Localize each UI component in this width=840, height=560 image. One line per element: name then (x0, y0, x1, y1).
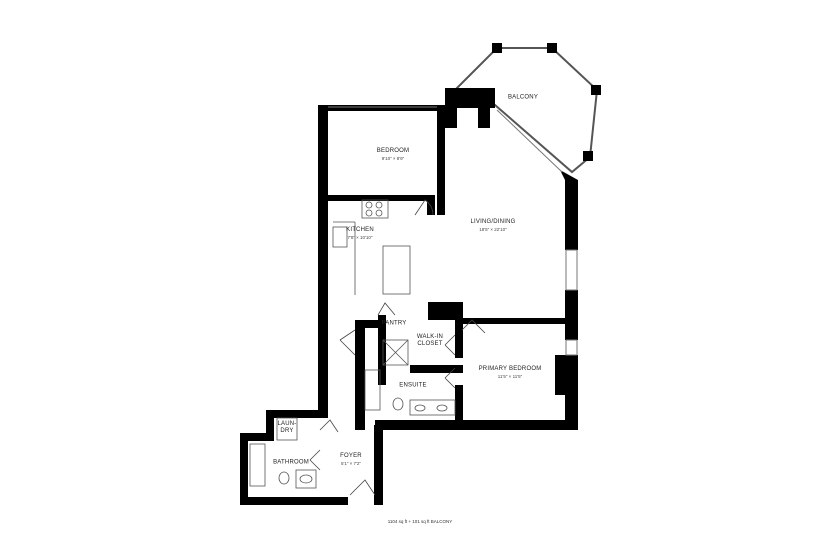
fixtures (249, 199, 456, 489)
door-swings (309, 199, 486, 496)
area-note: 1104 sq ft + 101 sq ft BALCONY (387, 519, 453, 524)
vanity-icon (409, 399, 456, 416)
bathtub-icon (364, 369, 381, 411)
room-dims: 18'5" × 22'10" (479, 227, 507, 232)
walls (240, 88, 578, 505)
room-label-pantry: PANTRY (382, 321, 407, 328)
balcony-outline (453, 47, 599, 174)
room-dims: 11'5" × 11'5" (497, 374, 523, 379)
windows (328, 106, 578, 356)
stove-icon (361, 199, 389, 219)
shower-icon (382, 339, 409, 366)
room-dims: 9'10" × 8'9" (381, 156, 405, 161)
room-name: KITCHEN (346, 227, 374, 233)
balcony-posts (492, 43, 601, 161)
room-name: WALK-IN CLOSET (416, 334, 444, 347)
room-label-kitchen: KITCHEN 7'8" × 10'10" (346, 227, 374, 241)
room-name: LIVING/DINING (470, 219, 516, 225)
room-name: BEDROOM (376, 148, 410, 154)
room-label-living-dining: LIVING/DINING 18'5" × 22'10" (471, 219, 516, 233)
room-label-balcony: BALCONY (508, 95, 538, 102)
room-name: PRIMARY BEDROOM (478, 366, 542, 372)
room-name: PANTRY (381, 320, 407, 327)
room-name: BALCONY (507, 94, 539, 101)
toilet-icon (392, 397, 404, 411)
room-label-walk-in-closet: WALK-IN CLOSET (415, 334, 445, 348)
sink-icon (332, 226, 348, 248)
room-name: LAUN-DRY (277, 421, 297, 434)
room-label-primary-bedroom: PRIMARY BEDROOM 11'5" × 11'5" (479, 366, 542, 380)
room-dims: 7'8" × 10'10" (347, 235, 373, 240)
room-name: FOYER (340, 453, 362, 459)
room-label-bathroom: BATHROOM (273, 460, 309, 467)
room-label-foyer: FOYER 5'1" × 7'2" (340, 453, 362, 467)
room-name: BATHROOM (273, 459, 309, 466)
kitchen-island (382, 245, 411, 295)
room-label-ensuite: ENSUITE (399, 383, 426, 390)
room-label-laundry: LAUN-DRY (276, 421, 298, 435)
room-dims: 5'1" × 7'2" (340, 461, 362, 466)
room-name: ENSUITE (399, 382, 427, 389)
room-label-bedroom: BEDROOM 9'10" × 8'9" (377, 148, 409, 162)
